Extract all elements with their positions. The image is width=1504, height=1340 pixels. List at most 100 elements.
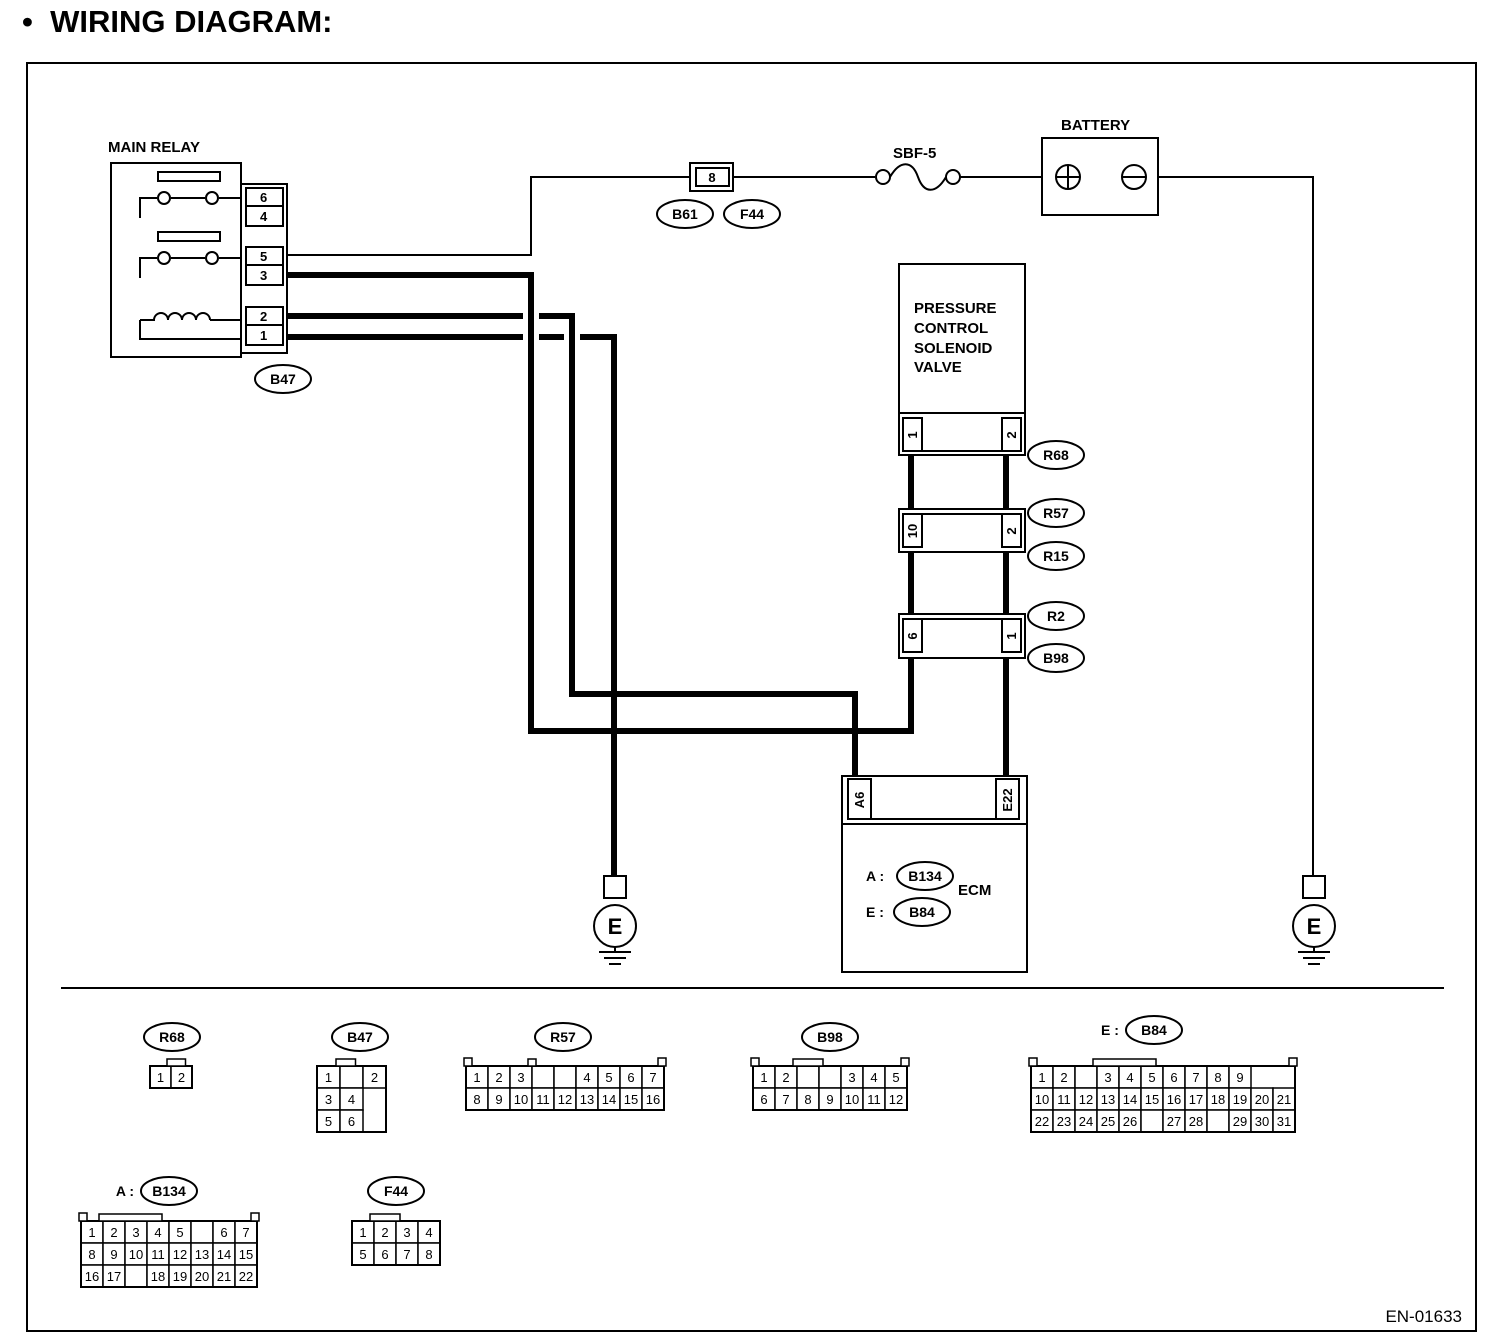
connector-cell-label: 14: [217, 1247, 231, 1262]
connector-cell-label: 16: [85, 1269, 99, 1284]
connector-cell-label: 1: [88, 1225, 95, 1240]
ecm-pin: A6: [852, 792, 867, 809]
connector-view-prefix: A :: [116, 1183, 134, 1199]
connector-cell-label: 3: [848, 1070, 855, 1085]
main-relay-label: MAIN RELAY: [108, 139, 200, 156]
connector-view-tag: [1125, 1015, 1183, 1045]
connector-tag-b98-text: B98: [1043, 650, 1069, 666]
connector-cell-label: 8: [425, 1247, 432, 1262]
relay-pin: 3: [260, 268, 267, 283]
connector-cell-label: 1: [325, 1070, 332, 1085]
connector-cell-label: 13: [580, 1092, 594, 1107]
connector-view-key: [166, 1058, 187, 1067]
connector-view-latch: [1028, 1057, 1038, 1067]
connector-cell-label: 3: [403, 1225, 410, 1240]
battery: BATTERY: [1041, 117, 1159, 216]
relay-contact-2-a: [157, 251, 171, 265]
connector-cell-label: 19: [1233, 1092, 1247, 1107]
pressure-control-solenoid-valve: PRESSURE CONTROL SOLENOID VALVE 1 2 R68: [898, 263, 1085, 470]
joint-connector-r2-b98: 6 1 R2 B98: [898, 601, 1085, 673]
connector-cell-label: 21: [1277, 1092, 1291, 1107]
connector-tag-b134: [896, 861, 954, 891]
connector-cell-label: 10: [845, 1092, 859, 1107]
connector-view-key: [792, 1058, 824, 1067]
battery-label: BATTERY: [1061, 117, 1130, 134]
connector-cell-label: 19: [173, 1269, 187, 1284]
relay-pin: 4: [260, 209, 268, 224]
ground-left: E: [593, 868, 637, 965]
connector-cell-empty: [1140, 1109, 1164, 1133]
connector-cell-label: 1: [1038, 1070, 1045, 1085]
connector-view-tag: [534, 1022, 592, 1052]
connector-cell-label: 2: [782, 1070, 789, 1085]
connector-tag-f44: [723, 199, 781, 229]
relay-contact-1-b: [205, 191, 219, 205]
connector-view-latch: [78, 1212, 88, 1222]
connector-cell-label: 14: [602, 1092, 616, 1107]
connector-view-key: [98, 1213, 163, 1222]
connector-cell-label: 16: [646, 1092, 660, 1107]
connector-cell-label: 21: [217, 1269, 231, 1284]
connector-cell-label: 5: [1148, 1070, 1155, 1085]
connector-cell-label: 31: [1277, 1114, 1291, 1129]
connector-view-border: [752, 1065, 908, 1111]
connector-cell-label: 7: [649, 1070, 656, 1085]
connector-cell-label: 9: [495, 1092, 502, 1107]
connector-view-key: [335, 1058, 357, 1067]
connector-tag-r15-text: R15: [1043, 548, 1069, 564]
connector-cell-label: 5: [325, 1114, 332, 1129]
connector-cell-empty: [190, 1220, 214, 1244]
connector-cell-label: 23: [1057, 1114, 1071, 1129]
joint1-pin: 2: [1004, 527, 1019, 534]
connector-cell-label: 10: [1035, 1092, 1049, 1107]
connector-cell-label: 6: [348, 1114, 355, 1129]
connector-cell-label: 5: [359, 1247, 366, 1262]
connector-cell-empty: [339, 1065, 364, 1089]
connector-cell-label: 27: [1167, 1114, 1181, 1129]
connector-cell-label: 9: [1236, 1070, 1243, 1085]
connector-cell-empty: [1074, 1065, 1098, 1089]
connector-cell-label: 20: [195, 1269, 209, 1284]
wire-power-feed: [282, 176, 690, 256]
connector-cell-label: 4: [870, 1070, 877, 1085]
joint1-pin: 10: [905, 524, 920, 538]
solenoid-pin: 2: [1004, 431, 1019, 438]
connector-cell-label: 4: [1126, 1070, 1133, 1085]
ecm-pin: E22: [1000, 788, 1015, 811]
joint-connector-r57-r15: 10 2 R57 R15: [898, 498, 1085, 571]
connector-tag-b47-text: B47: [270, 371, 296, 387]
ecm-ref-prefix: A :: [866, 868, 884, 884]
connector-cell-label: 20: [1255, 1092, 1269, 1107]
connector-tag-r2-text: R2: [1047, 608, 1065, 624]
connector-view-latch: [657, 1057, 667, 1067]
relay-contact-1: [139, 197, 241, 218]
connector-cell-label: 18: [1211, 1092, 1225, 1107]
connector-cell-label: 8: [1214, 1070, 1221, 1085]
wire-relay2-b: [539, 313, 858, 776]
connector-view-tag: [331, 1022, 389, 1052]
relay-contact-1-a: [157, 191, 171, 205]
connector-view-border: [1030, 1065, 1296, 1133]
connector-cell-label: 3: [132, 1225, 139, 1240]
connector-view-tag-text: R68: [159, 1029, 185, 1045]
connector-cell-label: 11: [867, 1092, 881, 1107]
ecm-label: ECM: [958, 882, 991, 899]
fuse-connector: 8 B61 F44: [656, 162, 781, 229]
connector-view-tag: [801, 1022, 859, 1052]
connector-view-tag-text: B47: [347, 1029, 373, 1045]
connector-cell-label: 17: [107, 1269, 121, 1284]
connector-tag-r57-text: R57: [1043, 505, 1069, 521]
connector-cell-empty: [531, 1065, 555, 1089]
connector-tag-f44-text: F44: [740, 206, 764, 222]
connector-view-latch: [900, 1057, 910, 1067]
solenoid-body: [898, 263, 1026, 414]
connector-cell-label: 13: [195, 1247, 209, 1262]
connector-tag-b84: [893, 897, 951, 927]
connector-cell-label: 2: [381, 1225, 388, 1240]
fuse-label: SBF-5: [893, 145, 936, 162]
connector-cell-label: 2: [1060, 1070, 1067, 1085]
